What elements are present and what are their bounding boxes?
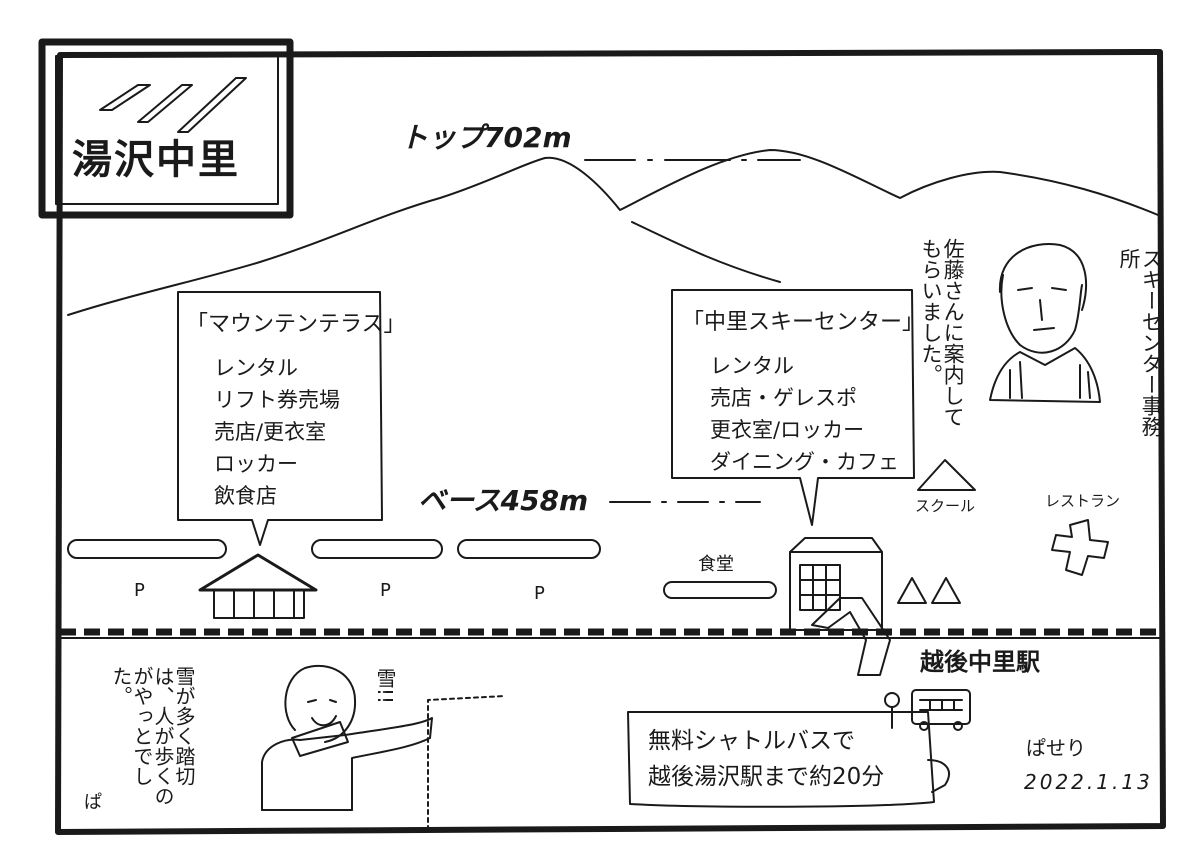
shuttle-note-line2: 越後湯沢駅まで約20分	[648, 764, 885, 790]
mountain-terrace-name: 「マウンテンテラス」	[186, 312, 406, 337]
restaurant-label: レストラン	[1045, 492, 1121, 510]
bus-stop-icon	[884, 692, 900, 729]
list-item: ダイニング・カフェ	[710, 450, 899, 474]
date-label: 2022.1.13	[1024, 770, 1153, 794]
trees	[897, 577, 961, 604]
guide-note: 佐藤さんに案内してもらいました。	[919, 238, 966, 427]
mountain-slope	[631, 221, 781, 283]
mountain-terrace-services: レンタル リフト券売場 売店/更衣室 ロッカー 飲食店	[186, 352, 406, 512]
list-item: ロッカー	[214, 452, 298, 476]
map-frame	[55, 49, 1166, 835]
ski-center-info: 「中里スキーセンター」 レンタル 売店・ゲレスポ 更衣室/ロッカー ダイニング・…	[682, 304, 924, 478]
logo-slash-icon	[99, 77, 247, 133]
restaurant-building	[1051, 519, 1109, 576]
parking-lot-banks	[67, 539, 777, 599]
list-item: 更衣室/ロッカー	[710, 418, 865, 442]
list-item: レンタル	[214, 356, 298, 380]
snow-exclamation: 雪!!	[373, 668, 397, 705]
school-building	[917, 459, 976, 491]
parking-label: P	[380, 580, 391, 601]
logo-frame	[38, 38, 294, 219]
list-item: 飲食店	[214, 484, 277, 508]
list-item: 売店/更衣室	[214, 420, 327, 444]
mountain-terrace-callout	[177, 291, 383, 546]
list-item: レンタル	[710, 354, 794, 378]
shuttle-note-bubble	[627, 711, 950, 808]
author-signature: ぱせり	[1026, 736, 1086, 760]
list-item: リフト券売場	[214, 388, 340, 412]
base-elevation-label: ベース458m	[418, 484, 589, 517]
shokudo-label: 食堂	[698, 554, 734, 575]
mountain-terrace-building	[198, 553, 318, 619]
crossing-note: 雪が多く踏切は、人が歩くのがやっとでした。	[109, 666, 196, 806]
school-label: スクール	[915, 497, 976, 515]
shuttle-bus-icon	[911, 689, 971, 731]
ski-center-callout	[671, 289, 915, 526]
top-elevation-label: トップ702m	[400, 121, 572, 154]
railway-track	[60, 628, 1160, 639]
parking-label: P	[134, 580, 145, 601]
ski-center-building	[789, 537, 883, 631]
ski-center-name: 「中里スキーセンター」	[682, 310, 925, 335]
ski-center-services: レンタル 売店・ゲレスポ 更衣室/ロッカー ダイニング・カフェ	[682, 350, 924, 478]
guide-portrait	[989, 243, 1101, 403]
station-label: 越後中里駅	[920, 648, 1040, 676]
logo-inner-frame	[55, 55, 279, 205]
mountain-ridge	[67, 149, 1159, 316]
snow-wall	[427, 695, 506, 831]
shuttle-note-line1: 無料シャトルバスで	[648, 728, 855, 754]
person-illustration	[261, 664, 433, 811]
parking-label: P	[534, 583, 545, 604]
mountain-terrace-info: 「マウンテンテラス」 レンタル リフト券売場 売店/更衣室 ロッカー 飲食店	[186, 306, 406, 512]
ski-center-office-label: スキーセンター事務所	[1117, 248, 1164, 437]
railroad-crossing-path	[811, 597, 891, 676]
list-item: 売店・ゲレスポ	[710, 386, 857, 410]
author-mark: ぱ	[84, 792, 102, 813]
logo-title: 湯沢中里	[72, 137, 240, 183]
